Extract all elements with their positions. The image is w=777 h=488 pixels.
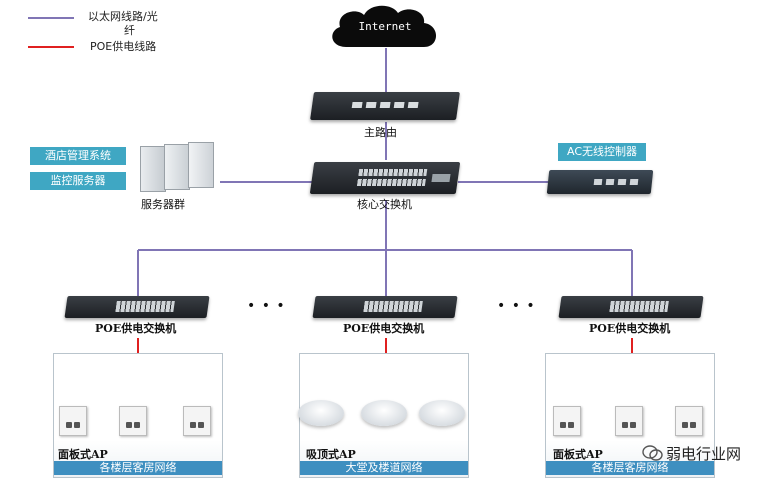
poe-switch-icon-left <box>64 296 210 318</box>
ellipsis-right: • • • <box>497 298 536 314</box>
wall-ap-icon <box>119 406 147 436</box>
floor-panel-right-footer: 各楼层客房网络 <box>546 461 714 475</box>
internet-label: Internet <box>358 20 412 33</box>
floor-panel-left-ap-label: 面板式AP <box>58 448 108 461</box>
poe-switch-icon-right <box>558 296 704 318</box>
poe-switch-icon-center <box>312 296 458 318</box>
poe-switch-label-right: POE供电交换机 <box>589 322 671 335</box>
floor-panel-left-footer: 各楼层客房网络 <box>54 461 222 475</box>
server-tag-monitor: 监控服务器 <box>30 172 126 190</box>
legend-ethernet-swatch <box>28 17 74 19</box>
wall-ap-icon <box>553 406 581 436</box>
poe-switch-label-left: POE供电交换机 <box>95 322 177 335</box>
lobby-panel-ap-label: 吸顶式AP <box>306 448 356 461</box>
ceiling-ap-icon <box>419 400 465 426</box>
lobby-panel-footer: 大堂及楼道网络 <box>300 461 468 475</box>
legend: 以太网线路/光 纤 POE供电线路 <box>28 8 178 54</box>
ceiling-ap-icon <box>361 400 407 426</box>
wall-ap-icon <box>675 406 703 436</box>
core-switch-icon <box>309 162 461 194</box>
internet-cloud-icon <box>332 5 436 47</box>
server-cluster-label: 服务器群 <box>141 198 185 211</box>
core-switch-label: 核心交换机 <box>357 198 412 211</box>
ellipsis-left: • • • <box>247 298 286 314</box>
poe-switch-label-center: POE供电交换机 <box>343 322 425 335</box>
wall-ap-icon <box>615 406 643 436</box>
router-icon <box>310 92 460 120</box>
server-tag-hotel-system: 酒店管理系统 <box>30 147 126 165</box>
wall-ap-icon <box>59 406 87 436</box>
floor-panel-right-ap-label: 面板式AP <box>553 448 603 461</box>
wechat-logo-icon <box>642 445 663 461</box>
wall-ap-icon <box>183 406 211 436</box>
legend-ethernet-label: 以太网线路/光 <box>88 10 158 23</box>
watermark-text: 弱电行业网 <box>666 445 742 463</box>
server-cluster-icon <box>140 142 220 192</box>
ac-controller-icon <box>546 170 654 194</box>
router-label: 主路由 <box>364 126 397 139</box>
legend-poe-label: POE供电线路 <box>90 40 157 53</box>
legend-ethernet-label-cont: 纤 <box>124 24 135 37</box>
ac-controller-tag: AC无线控制器 <box>558 143 646 161</box>
ceiling-ap-icon <box>298 400 344 426</box>
legend-poe-swatch <box>28 46 74 48</box>
